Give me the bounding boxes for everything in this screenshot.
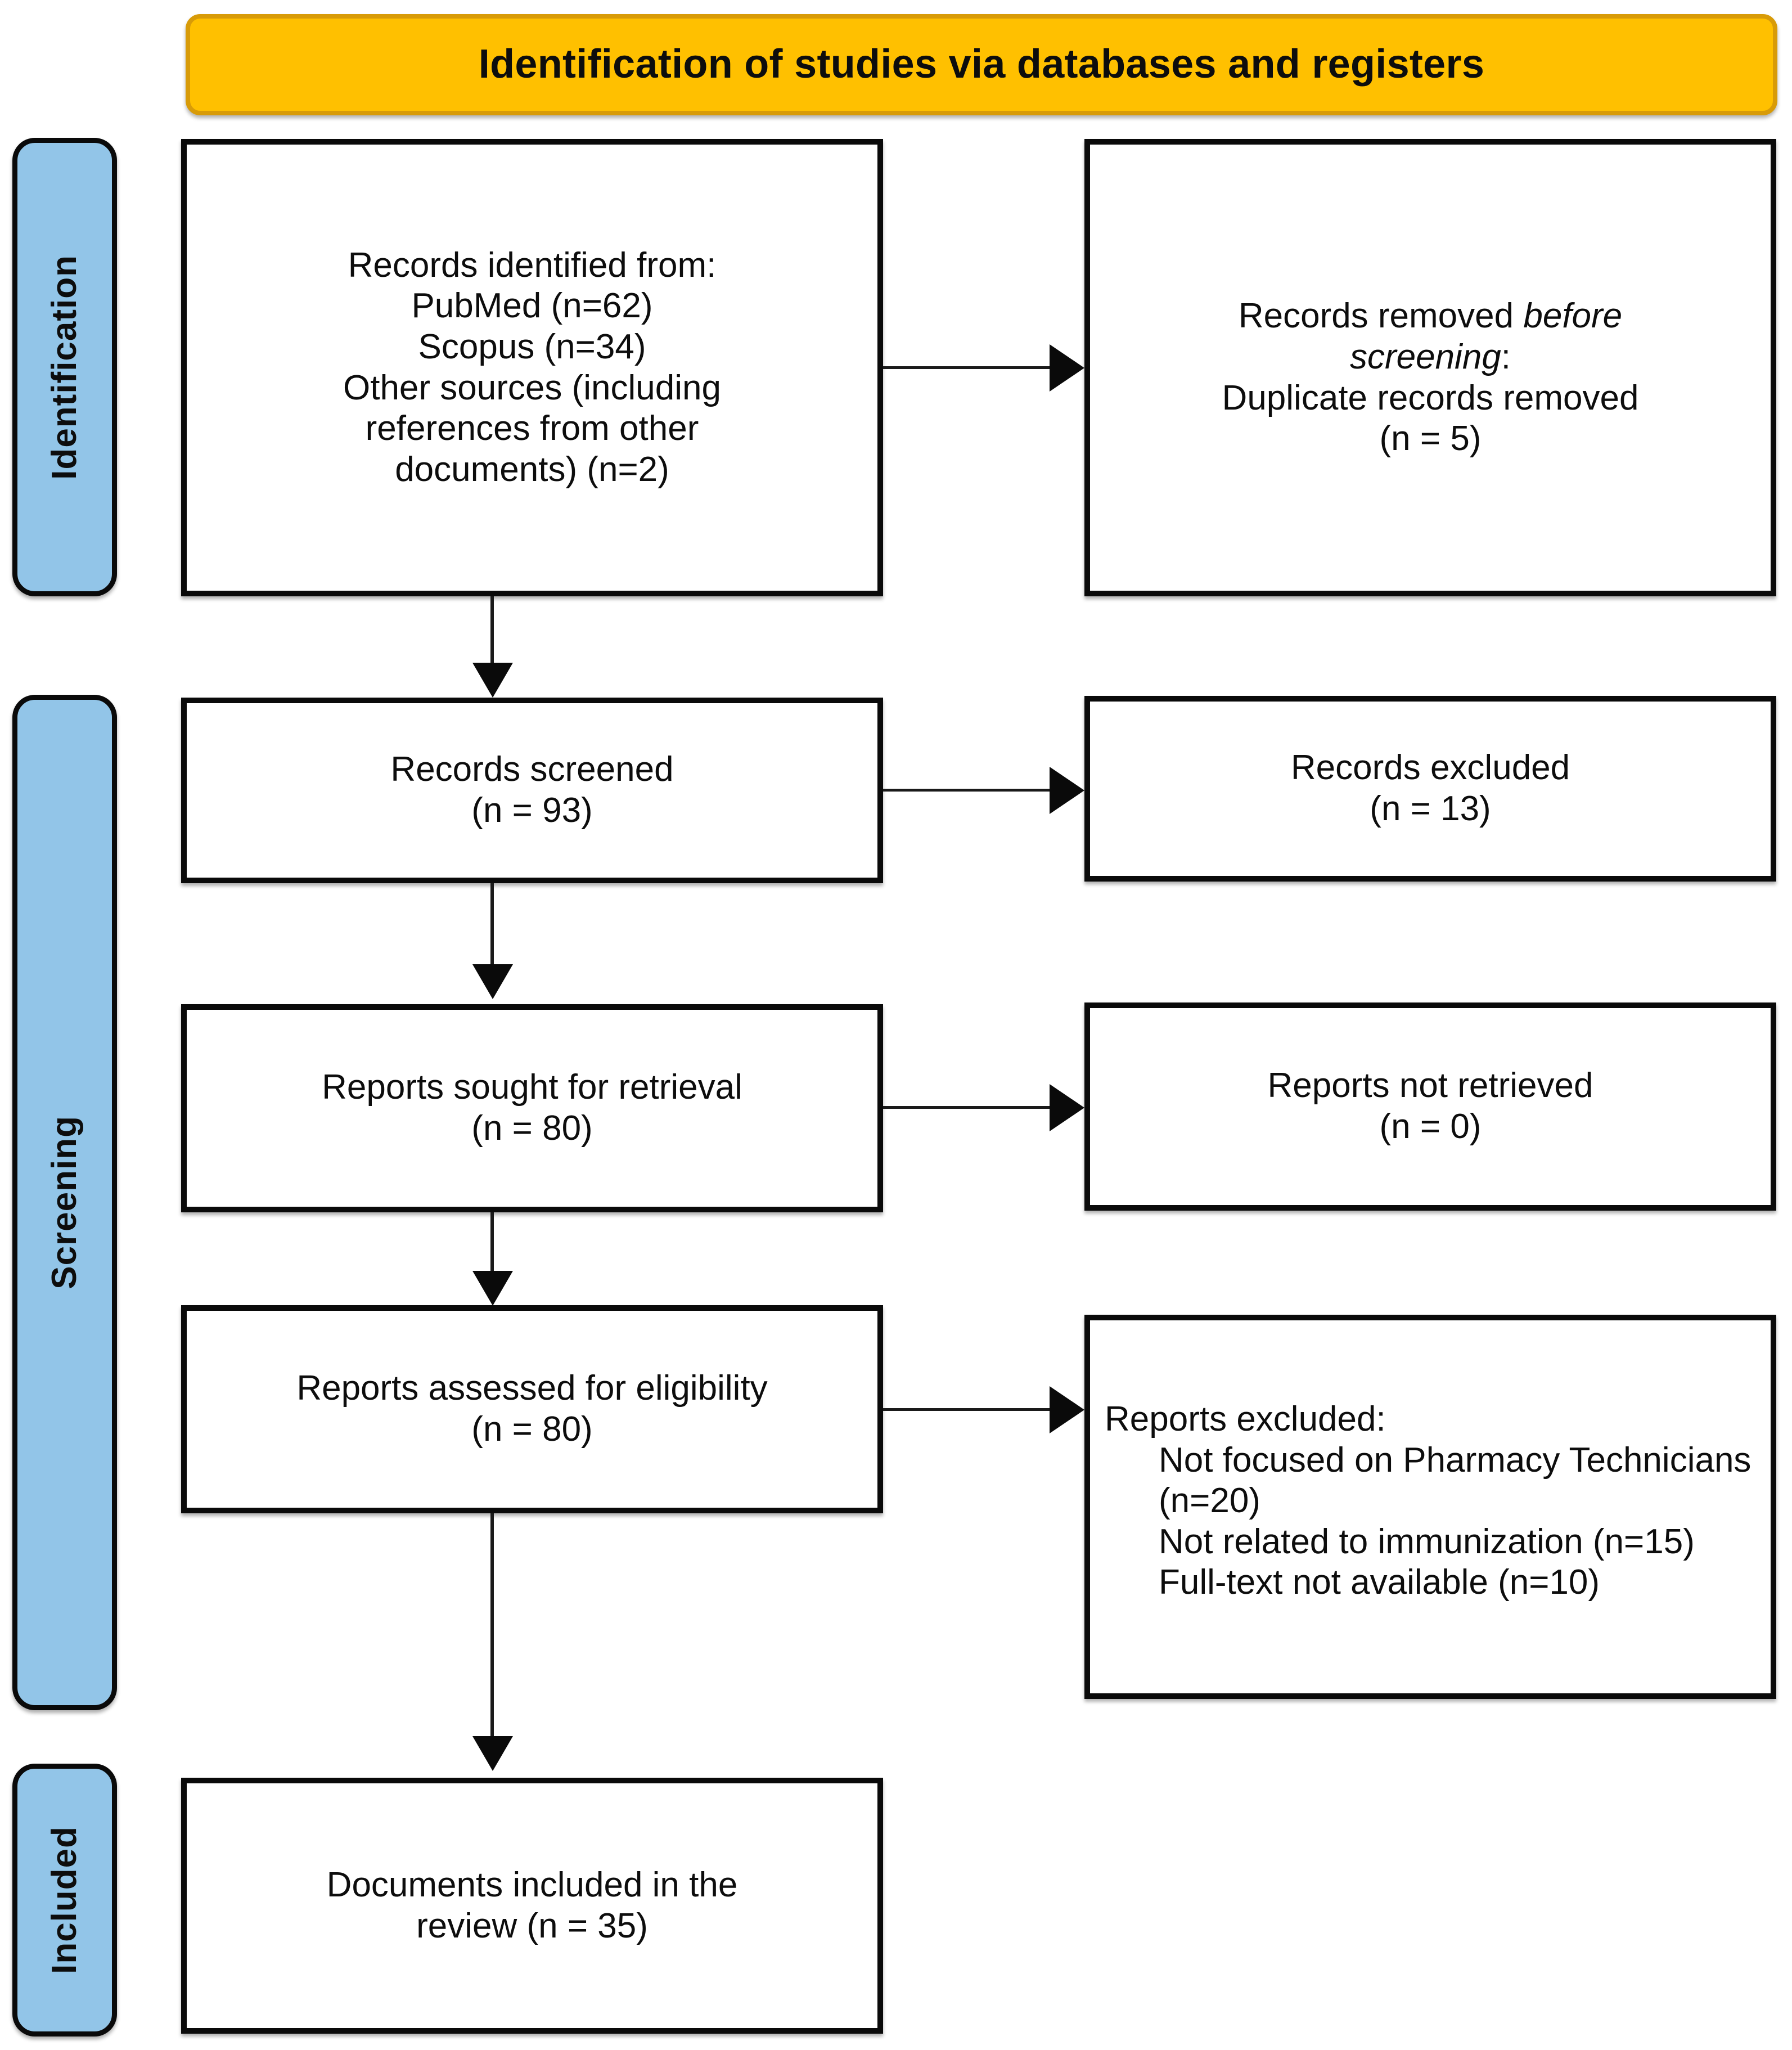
reports-not-retrieved-label: Reports not retrieved [1267,1066,1593,1105]
banner-title: Identification of studies via databases … [478,42,1485,87]
stage-label-identification-text: Identification [45,254,84,480]
stage-label-identification: Identification [12,138,117,596]
box-reports-sought-text: Reports sought for retrieval (n = 80) [187,1067,877,1149]
reports-excluded-heading: Reports excluded: [1105,1400,1386,1439]
box-records-removed-before-screening: Records removed before screening: Duplic… [1084,139,1776,596]
reports-excluded-reason-1: Not focused on Pharmacy Technicians (n=2… [1159,1440,1752,1521]
identification-banner: Identification of studies via databases … [186,14,1777,115]
stage-label-included-text: Included [45,1826,84,1974]
box-records-identified: Records identified from: PubMed (n=62) S… [181,139,883,596]
records-excluded-label: Records excluded [1290,748,1570,788]
arrowhead-right-to-reports-not-retrieved [1050,1084,1084,1131]
connector-line-screened-to-excluded [883,789,1052,792]
box-documents-included-in-review: Documents included in the review (n = 35… [181,1778,883,2034]
records-removed-count: (n = 5) [1379,419,1482,458]
documents-included-line-1: Documents included in the [326,1865,738,1904]
records-removed-italic-before: before [1523,296,1623,336]
connector-line-assessed-to-included [490,1513,494,1738]
box-reports-excluded: Reports excluded: Not focused on Pharmac… [1084,1315,1776,1699]
records-identified-line-6: documents) (n=2) [395,449,669,489]
box-reports-assessed-text: Reports assessed for eligibility (n = 80… [187,1368,877,1450]
box-records-screened-text: Records screened (n = 93) [187,749,877,831]
arrowhead-down-to-records-screened [472,663,513,698]
records-identified-line-5: references from other [365,409,699,448]
reports-sought-count: (n = 80) [471,1109,593,1148]
records-excluded-count: (n = 13) [1370,789,1491,828]
arrowhead-right-to-records-excluded [1050,767,1084,814]
reports-excluded-reason-3: Full-text not available (n=10) [1159,1563,1600,1602]
connector-line-assessed-to-reports-excluded [883,1408,1052,1411]
box-documents-included-text: Documents included in the review (n = 35… [187,1865,877,1946]
connector-line-identified-to-screened [490,596,494,665]
reports-not-retrieved-count: (n = 0) [1379,1107,1482,1146]
reports-excluded-reason-2: Not related to immunization (n=15) [1159,1522,1695,1561]
box-records-screened: Records screened (n = 93) [181,698,883,883]
reports-sought-label: Reports sought for retrieval [322,1068,742,1107]
records-screened-count: (n = 93) [471,791,593,830]
box-reports-excluded-text: Reports excluded: Not focused on Pharmac… [1090,1399,1771,1603]
box-records-excluded-text: Records excluded (n = 13) [1090,748,1771,829]
reports-assessed-count: (n = 80) [471,1410,593,1449]
arrowhead-right-to-reports-excluded [1050,1386,1084,1433]
arrowhead-down-to-reports-sought [472,964,513,999]
arrowhead-right-to-records-removed [1050,344,1084,392]
records-identified-line-2: PubMed (n=62) [411,286,653,326]
records-removed-colon: : [1501,337,1511,376]
box-reports-assessed-for-eligibility: Reports assessed for eligibility (n = 80… [181,1305,883,1513]
records-identified-line-3: Scopus (n=34) [418,327,646,366]
stage-label-included: Included [12,1764,117,2036]
reports-assessed-label: Reports assessed for eligibility [296,1369,768,1408]
box-records-removed-text: Records removed before screening: Duplic… [1090,296,1771,459]
connector-line-identified-to-removed [883,366,1052,369]
documents-included-line-2: review (n = 35) [416,1906,648,1945]
records-removed-italic-screening: screening [1349,337,1501,376]
records-removed-line-3: Duplicate records removed [1222,378,1639,417]
box-reports-not-retrieved-text: Reports not retrieved (n = 0) [1090,1066,1771,1147]
box-reports-not-retrieved: Reports not retrieved (n = 0) [1084,1002,1776,1211]
box-records-identified-text: Records identified from: PubMed (n=62) S… [187,245,877,490]
box-records-excluded: Records excluded (n = 13) [1084,696,1776,882]
arrowhead-down-to-reports-assessed [472,1271,513,1306]
stage-label-screening-text: Screening [45,1116,84,1289]
records-identified-line-1: Records identified from: [348,245,717,285]
records-removed-prefix: Records removed [1238,296,1524,336]
connector-line-sought-to-not-retrieved [883,1106,1052,1109]
records-screened-label: Records screened [390,750,674,789]
box-reports-sought-for-retrieval: Reports sought for retrieval (n = 80) [181,1004,883,1212]
arrowhead-down-to-documents-included [472,1736,513,1771]
records-identified-line-4: Other sources (including [343,368,721,407]
connector-line-sought-to-assessed [490,1212,494,1273]
stage-label-screening: Screening [12,695,117,1710]
connector-line-screened-to-sought [490,883,494,966]
